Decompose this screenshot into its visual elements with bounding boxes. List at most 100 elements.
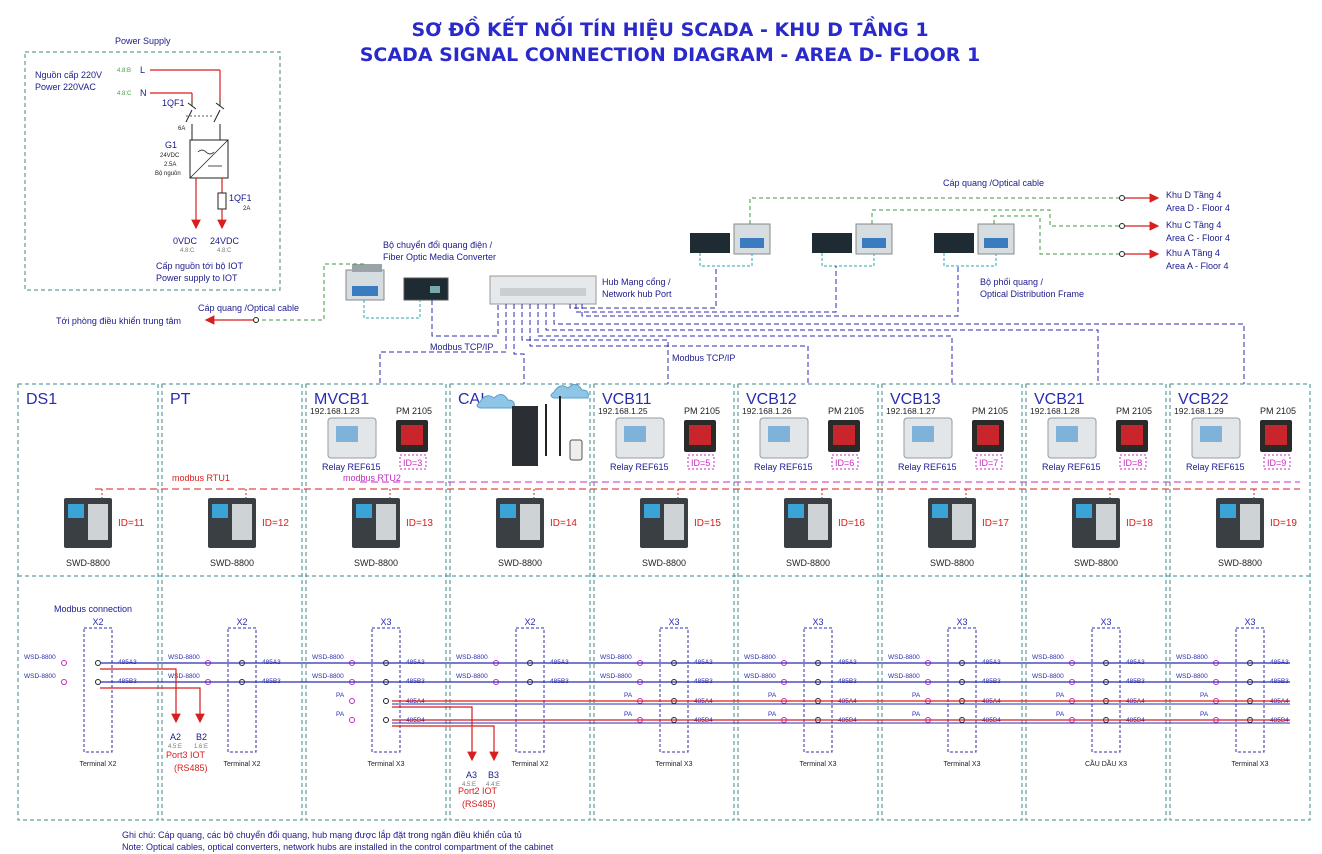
wsd-label: WSD-8800 [888, 654, 920, 661]
terminal-strip [1235, 627, 1265, 753]
panel-border [737, 383, 879, 821]
n-ref: 4.8:C [117, 91, 132, 97]
iot-supply-en: Power supply to IOT [156, 273, 238, 283]
terminal-strip [659, 627, 689, 753]
pa-label: PA [1200, 692, 1209, 699]
swd-id: ID=16 [838, 518, 865, 529]
terminal-name: X2 [92, 617, 103, 627]
swd-id: ID=17 [982, 518, 1009, 529]
swd-label: SWD-8800 [1218, 558, 1262, 568]
port3-name: Port3 IOT [166, 750, 206, 760]
wire-end [61, 660, 67, 666]
terminal-label: Terminal X3 [800, 761, 837, 768]
relay-screen [768, 426, 790, 442]
breaker2-rating: 2A [243, 206, 250, 212]
power-source-vn: Nguồn cấp 220V [35, 70, 102, 80]
terminal-label: Terminal X3 [1232, 761, 1269, 768]
optical-cable-top-label: Cáp quang /Optical cable [943, 178, 1044, 188]
swd-id: ID=18 [1126, 518, 1153, 529]
pm-id: ID=8 [1123, 458, 1142, 468]
pa-label: PA [336, 711, 345, 718]
cloud-icon [476, 394, 515, 409]
wsd-label: WSD-8800 [456, 654, 488, 661]
port2-a-ref: 4.5:E [462, 782, 476, 788]
pm-display [401, 425, 423, 445]
swd-screen [356, 504, 372, 518]
terminal-strip [515, 627, 545, 753]
terminal-name: X3 [380, 617, 391, 627]
wsd-label: WSD-8800 [456, 673, 488, 680]
wsd-label: WSD-8800 [1176, 654, 1208, 661]
wire-end [61, 679, 67, 685]
wsd-label: WSD-8800 [24, 654, 56, 661]
port2-proto: (RS485) [462, 799, 496, 809]
pa-label: PA [1200, 711, 1209, 718]
panel-border [881, 383, 1023, 821]
pa-label: PA [912, 711, 921, 718]
swd-id: ID=14 [550, 518, 577, 529]
breaker1-label: 1QF1 [162, 98, 185, 108]
pm-id: ID=9 [1267, 458, 1286, 468]
wsd-label: WSD-8800 [744, 673, 776, 680]
out-0vdc: 0VDC [173, 236, 198, 246]
pm-id: ID=3 [403, 458, 422, 468]
panel-name: PT [170, 391, 191, 408]
converter-group-3 [934, 223, 1015, 255]
panel-border [1025, 383, 1167, 821]
swd-panel [664, 504, 684, 540]
swd-label: SWD-8800 [786, 558, 830, 568]
modbus-connection-label: Modbus connection [54, 604, 132, 614]
wire-end [349, 717, 355, 723]
panel-ip: 192.168.1.28 [1030, 406, 1080, 416]
swd-screen [68, 504, 84, 518]
psu-name: G1 [165, 140, 177, 150]
cloud-icon [550, 384, 589, 399]
port3-a-ref: 4.5:E [168, 744, 182, 750]
swd-screen [1220, 504, 1236, 518]
diagram-title-en: SCADA SIGNAL CONNECTION DIAGRAM - AREA D… [360, 44, 981, 66]
swd-panel [376, 504, 396, 540]
swd-label: SWD-8800 [1074, 558, 1118, 568]
pm-id-box [1263, 454, 1291, 470]
network-block: Bộ chuyển đổi quang điện / Fiber Optic M… [56, 178, 1245, 384]
pm-label: PM 2105 [396, 406, 432, 416]
power-source-en: Power 220VAC [35, 82, 96, 92]
terminal-label: Terminal X2 [224, 761, 261, 768]
swd-panel [232, 504, 252, 540]
panel-border [161, 383, 303, 821]
terminal-name: X2 [524, 617, 535, 627]
terminal-label: Terminal X3 [368, 761, 405, 768]
terminal-strip [227, 627, 257, 753]
relay-screen [1056, 426, 1078, 442]
pa-label: PA [624, 692, 633, 699]
power-supply-block: Power Supply Nguồn cấp 220V Power 220VAC… [24, 36, 281, 291]
port2-name: Port2 IOT [458, 786, 498, 796]
pa-label: PA [768, 711, 777, 718]
pm-id: ID=5 [691, 458, 710, 468]
swd-panel [952, 504, 972, 540]
port2-b: B3 [488, 770, 499, 780]
media-converter-en: Fiber Optic Media Converter [383, 252, 496, 262]
phone-icon [569, 439, 583, 461]
dest-3-vn: Khu A Tầng 4 [1166, 248, 1220, 258]
optical-cable-left-label: Cáp quang /Optical cable [198, 303, 299, 313]
swd-screen [932, 504, 948, 518]
terminal-point [383, 698, 389, 704]
relay-label: Relay REF615 [754, 462, 813, 472]
port3-b-ref: 1.6:E [194, 744, 208, 750]
swd-screen [788, 504, 804, 518]
panel-name: MVCB1 [314, 391, 369, 408]
pa-label: PA [912, 692, 921, 699]
panel-ip: 192.168.1.29 [1174, 406, 1224, 416]
psu-spec2: 2.5A [164, 162, 176, 168]
pm-label: PM 2105 [972, 406, 1008, 416]
panel-border [449, 383, 591, 821]
port3-proto: (RS485) [174, 763, 208, 773]
terminal-strip [947, 627, 977, 753]
pm-id-box [687, 454, 715, 470]
